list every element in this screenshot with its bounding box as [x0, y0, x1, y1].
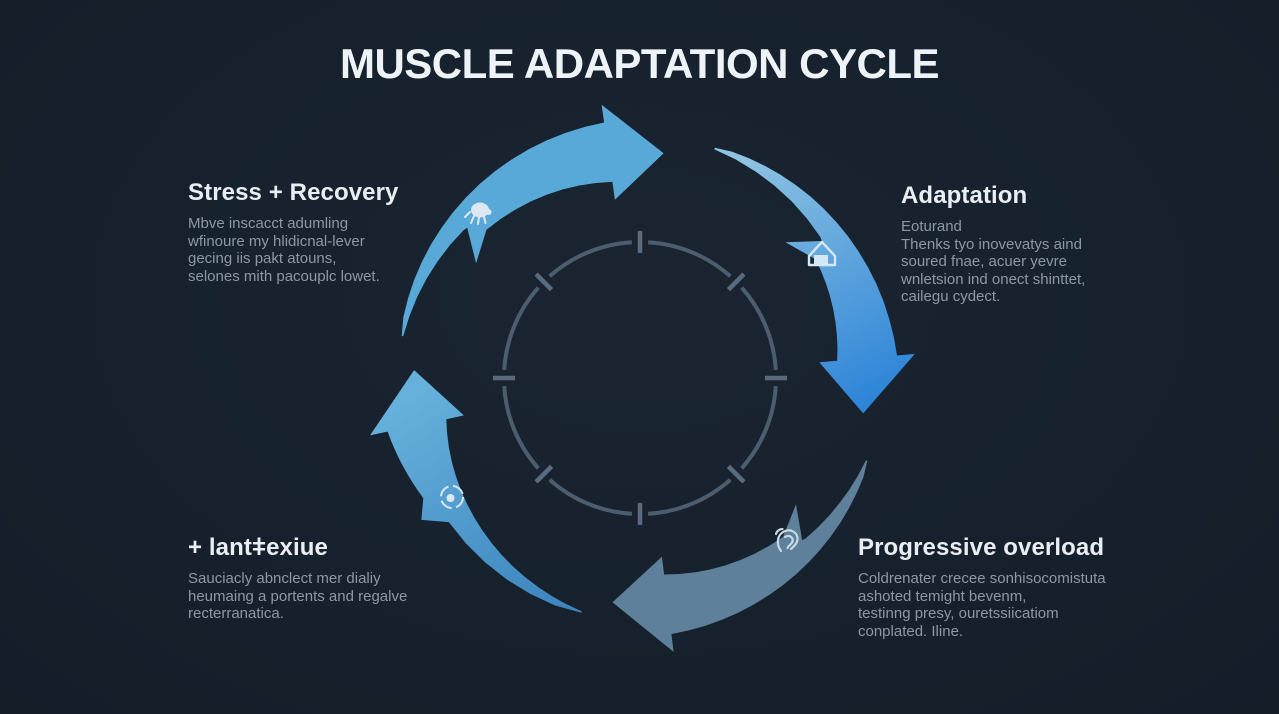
- text-line: gecing iis pakt atouns,: [188, 250, 337, 267]
- text-line: cailegu cydect.: [901, 288, 1001, 305]
- dial-tick: [726, 464, 746, 484]
- stage-heading: Stress + Recovery: [188, 179, 399, 206]
- dial-circle: [493, 231, 787, 525]
- cycle-icon: [440, 485, 464, 509]
- dial-arc: [548, 478, 633, 516]
- text-line: soured fnae, acuer yevre: [901, 253, 1067, 270]
- dial-arc: [548, 240, 633, 278]
- text-line: wnletsion ind onect shinttet,: [901, 270, 1086, 288]
- dial-arc: [647, 478, 732, 516]
- bug-icon: [464, 202, 492, 225]
- stage-heading: Adaptation: [901, 182, 1028, 209]
- dial-arc: [502, 286, 540, 371]
- stage-heading: + lantǂexiue: [188, 534, 328, 561]
- dial-arc: [740, 385, 778, 470]
- home-icon: [807, 240, 837, 267]
- text-line: heumaing a portents and regalve: [188, 587, 408, 605]
- text-line: Thenks tyo inovevatys aind: [901, 235, 1082, 253]
- text-line: recterranatica.: [188, 605, 284, 622]
- text-line: Sauciacly abnclect mer dialiy: [188, 570, 381, 587]
- arrow-top: [401, 104, 664, 337]
- text-line: wfinoure my hlidicnal-lever: [188, 232, 365, 250]
- text-line: testinng presy, ouretssiicatiom: [858, 605, 1059, 622]
- text-line: Coldrenater crecee sonhisocomistuta: [858, 570, 1106, 587]
- arrow-left: [370, 370, 582, 613]
- dial-tick: [534, 464, 554, 484]
- arrow-bottom: [612, 460, 868, 652]
- stage-progressive-overload: Progressive overload Coldrenater crecee …: [858, 534, 1168, 640]
- dial-tick: [534, 272, 554, 292]
- ear-icon: [774, 527, 799, 553]
- dial-tick: [726, 272, 746, 292]
- text-line: conplated. Iline.: [858, 622, 964, 640]
- stage-fatigue: + lantǂexiue Sauciacly abnclect mer dial…: [188, 534, 468, 623]
- stage-stress-recovery: Stress + Recovery Mbve inscacct adumling…: [188, 179, 448, 285]
- text-line: Mbve inscacct adumling: [188, 215, 349, 232]
- arrow-right: [714, 147, 915, 414]
- text-line: ashoted temight bevenm,: [858, 587, 1027, 605]
- stage-heading: Progressive overload: [858, 534, 1105, 561]
- text-line: selones mith pacouplc lowet.: [188, 267, 380, 285]
- dial-arc: [647, 240, 732, 278]
- dial-arc: [740, 286, 778, 371]
- dial-arc: [502, 385, 540, 470]
- text-line: Eoturand: [901, 218, 962, 235]
- page-title: MUSCLE ADAPTATION CYCLE: [339, 40, 940, 87]
